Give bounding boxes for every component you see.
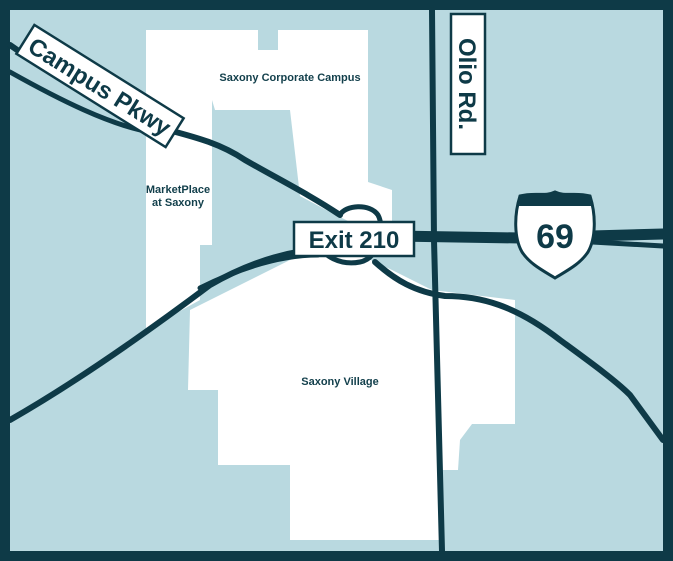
- shield-top-band: [519, 192, 591, 206]
- corporate-campus-parcel: [212, 30, 392, 240]
- olio-road-sign-box: [449, 12, 487, 156]
- southwest-connector-road: [7, 245, 333, 423]
- exit-sign: Exit 210: [292, 220, 416, 258]
- campus-parkway-sign-box: [14, 23, 186, 149]
- exit-label: Exit 210: [309, 227, 400, 254]
- olio-road-sign: Olio Rd.: [449, 12, 487, 156]
- olio-road-label: Olio Rd.: [453, 38, 480, 130]
- exit-sign-box: [292, 220, 416, 258]
- corporate-campus-label: Saxony Corporate Campus: [219, 72, 360, 84]
- marketplace-label-line2: at Saxony: [152, 197, 205, 209]
- marketplace-label-line1: MarketPlace: [146, 184, 210, 196]
- olio-road: [429, 7, 445, 554]
- interstate-69-road-b: [589, 239, 666, 249]
- village-label: Saxony Village: [301, 376, 378, 388]
- east-connector-road: [372, 259, 666, 443]
- shield-number: 69: [536, 218, 574, 256]
- interstate-shield-icon: 69: [514, 190, 596, 280]
